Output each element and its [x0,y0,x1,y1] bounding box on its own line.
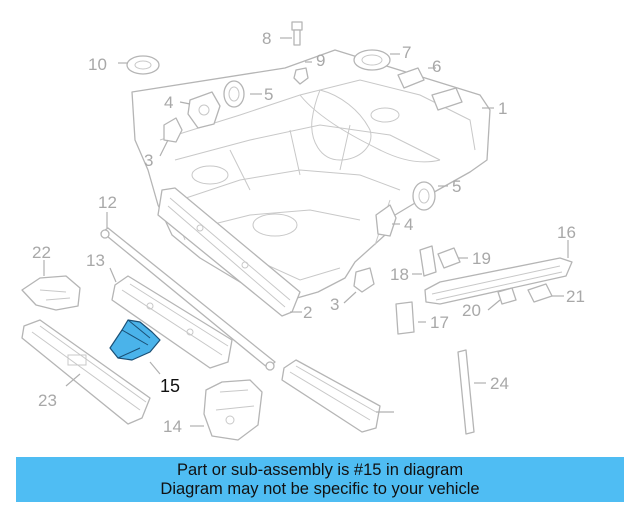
callout-7: 7 [402,43,411,62]
part-10-plug [126,55,160,75]
callout-22: 22 [32,243,51,262]
part-16-rail [424,257,573,305]
part-12-rod [100,227,276,371]
callout-19: 19 [472,249,491,268]
part-15-highlighted-bracket [109,319,161,361]
callout-2: 2 [303,303,312,322]
callout-4-lower: 4 [404,215,413,234]
callout-15: 15 [160,376,180,396]
parts-diagram: 1 2 3 3 4 4 5 5 6 7 8 9 10 12 13 14 15 1… [21,21,585,441]
part-20-clip [497,287,517,305]
callout-13: 13 [86,251,105,270]
part-6-brackets [397,67,463,111]
callout-9: 9 [316,51,325,70]
part-13-rail [111,275,233,369]
part-17-plate [395,301,415,335]
leader-lines [43,37,569,427]
part-5-grommet-lower [412,181,436,211]
callout-16: 16 [557,223,576,242]
callout-12: 12 [98,193,117,212]
part-5-grommet-upper [223,80,245,108]
callout-14: 14 [163,417,182,436]
part-8-bolt [291,21,303,46]
part-info-banner: Part or sub-assembly is #15 in diagram D… [16,457,624,502]
callout-20: 20 [462,301,481,320]
part-3-mount-upper [163,117,183,143]
callout-labels: 1 2 3 3 4 4 5 5 6 7 8 9 10 12 13 14 15 1… [32,29,585,436]
part-11-rail [281,359,381,433]
callout-6: 6 [432,57,441,76]
callout-10: 10 [88,55,107,74]
part-19-bracket [437,247,461,269]
floor-pan-assembly [131,49,491,301]
part-22-bracket [21,275,81,311]
callout-24: 24 [490,374,509,393]
callout-17: 17 [430,313,449,332]
part-23-rail [21,319,151,425]
callout-3-upper: 3 [144,151,153,170]
part-4-bracket-lower [375,204,397,237]
callout-5-upper: 5 [264,85,273,104]
part-3-mount-lower [353,267,375,293]
part-21-bracket [527,283,553,303]
part-9-clip [293,67,309,85]
callout-3-lower: 3 [330,295,339,314]
callout-23: 23 [38,391,57,410]
banner-line-disclaimer: Diagram may not be specific to your vehi… [160,479,480,498]
part-7-plug [353,49,391,71]
callout-4-upper: 4 [164,93,173,112]
callout-5-lower: 5 [452,177,461,196]
part-24-bar [457,349,475,435]
callout-21: 21 [566,287,585,306]
callout-8: 8 [262,29,271,48]
callout-1: 1 [498,99,507,118]
banner-line-part: Part or sub-assembly is #15 in diagram [176,460,464,479]
part-18-bracket [419,245,437,277]
callout-18: 18 [390,265,409,284]
part-14-bracket [203,379,263,441]
part-4-bracket-upper [187,91,221,129]
